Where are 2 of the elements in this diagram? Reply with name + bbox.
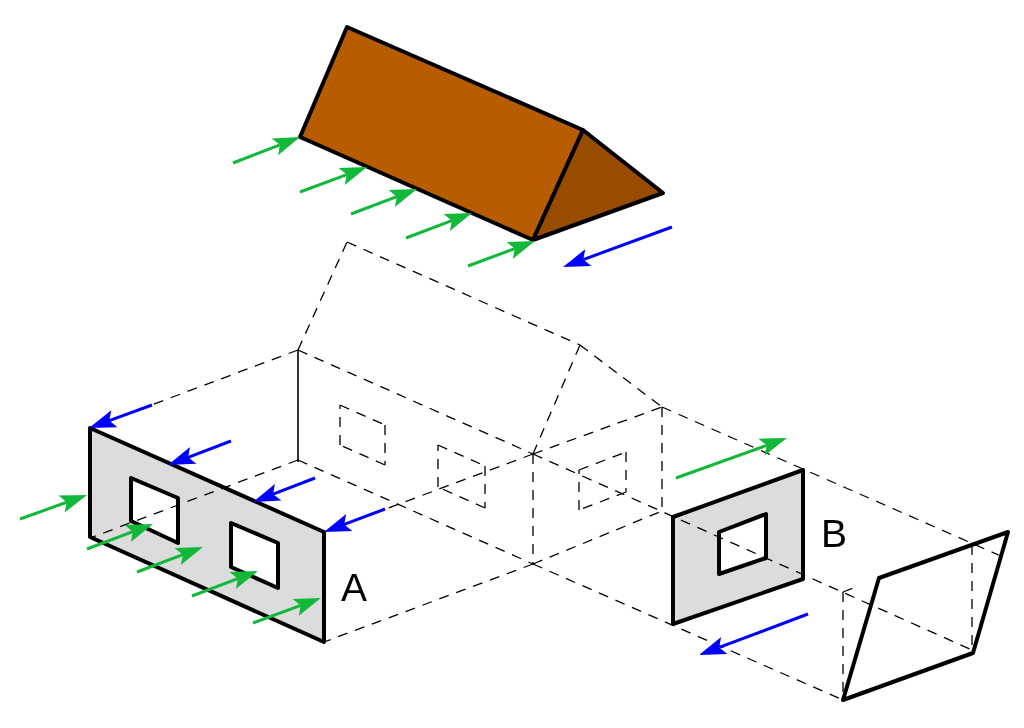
panel-label: A	[341, 568, 367, 607]
panel-label: B	[821, 514, 847, 553]
